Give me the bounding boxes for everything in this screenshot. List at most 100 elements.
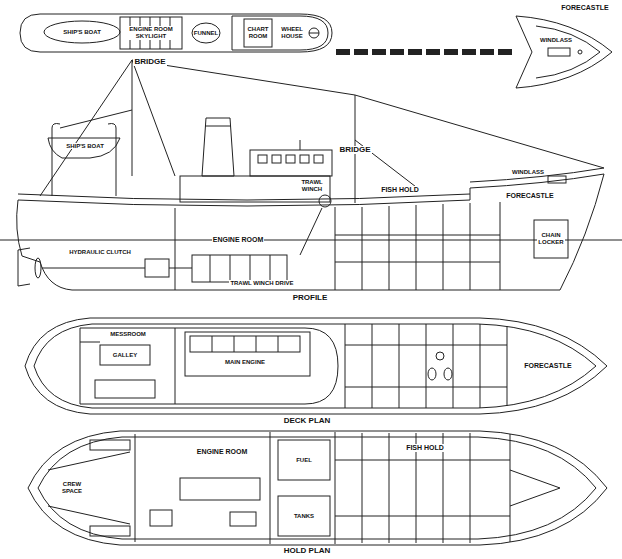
drawing-line [180,176,330,202]
drawing-line [40,60,132,196]
drawing-line [444,368,452,380]
drawing-line [230,512,256,526]
drawing-line [300,208,322,255]
forecastle-plan [336,16,612,88]
drawing-line [309,28,319,38]
drawing-line [470,433,471,543]
drawing-line [510,470,560,506]
drawing-line [278,496,330,536]
drawing-line [120,17,182,49]
part-label: FORECASTLE [560,4,609,12]
part-label: ENGINE ROOM SKYLIGHT [122,26,180,39]
drawing-line [300,155,309,163]
part-label: GALLEY [112,352,138,359]
drawing-line [250,255,251,282]
drawing-line [48,138,120,158]
drawing-line [180,478,260,500]
drawing-line [234,336,235,352]
drawing-line [443,204,444,290]
drawing-line [345,387,507,388]
part-label: FISH HOLD [405,444,445,452]
drawing-line [309,33,319,34]
drawing-line [42,268,145,269]
drawing-line [25,318,607,414]
drawing-line [80,342,100,343]
drawing-line [314,155,323,163]
part-label: TANKS [293,513,315,520]
drawing-line [426,324,427,408]
drawing-line [300,140,301,150]
drawing-line [578,50,582,54]
drawing-line [510,434,511,542]
drawing-line [272,155,281,163]
drawing-line [389,433,390,543]
drawing-line [232,16,328,50]
part-label: TRAWL WINCH [300,179,323,192]
drawing-line [52,124,60,197]
drawing-line [428,368,436,380]
drawing-line [335,460,510,461]
part-label: MESSROOM [109,331,147,338]
drawing-line [108,124,116,197]
drawing-line [470,168,604,182]
drawing-line [48,452,130,470]
drawing-line [355,95,604,168]
drawing-line [256,336,257,352]
drawing-line [192,23,220,43]
deck-plan-view [25,318,607,414]
drawing-line [258,155,267,163]
drawing-line [38,437,596,539]
part-label: DECK PLAN [283,417,332,426]
part-label: SHIP'S BOAT [65,143,105,150]
part-label: HYDRAULIC CLUTCH [68,249,132,256]
drawing-line [17,174,604,290]
drawing-line [335,432,336,544]
drawing-line [169,268,192,269]
drawing-line [453,324,454,408]
drawing-line [286,155,295,163]
drawing-line [192,255,287,282]
drawing-line [345,324,346,408]
drawing-line [278,440,330,480]
part-label: FORECASTLE [523,362,572,370]
drawing-line [345,345,507,346]
drawing-line [372,324,373,408]
drawing-line [95,380,155,398]
drawing-line [28,431,607,545]
drawing-line [35,258,41,278]
drawing-line [90,440,130,450]
drawing-line [278,336,279,352]
drawing-line [244,19,272,47]
drawing-line [250,150,332,176]
drawing-line [135,434,136,542]
drawing-line [335,235,500,236]
drawing-line [536,26,600,78]
drawing-line [132,60,175,176]
drawing-line [18,248,30,286]
drawing-line [145,259,169,277]
drawing-line [416,205,417,290]
drawing-line [20,14,332,52]
drawing-line [132,60,133,176]
profile-view [0,60,622,290]
part-label: WINDLASS [539,37,573,44]
drawing-line [0,240,622,241]
drawing-line [362,433,363,543]
drawing-line [210,255,211,282]
drawing-line [44,21,120,43]
drawing-line [500,202,501,290]
drawing-line [185,332,310,376]
drawing-line [507,326,508,406]
part-label: ENGINE ROOM [212,236,265,244]
drawing-line [399,324,400,408]
drawing-line [548,48,570,56]
drawing-line [389,206,390,290]
part-label: CREW SPACE [61,481,83,494]
drawing-line [175,208,176,290]
drawing-line [335,516,510,517]
drawing-line [336,49,516,55]
drawing-line [335,207,336,290]
drawing-line [18,194,470,200]
